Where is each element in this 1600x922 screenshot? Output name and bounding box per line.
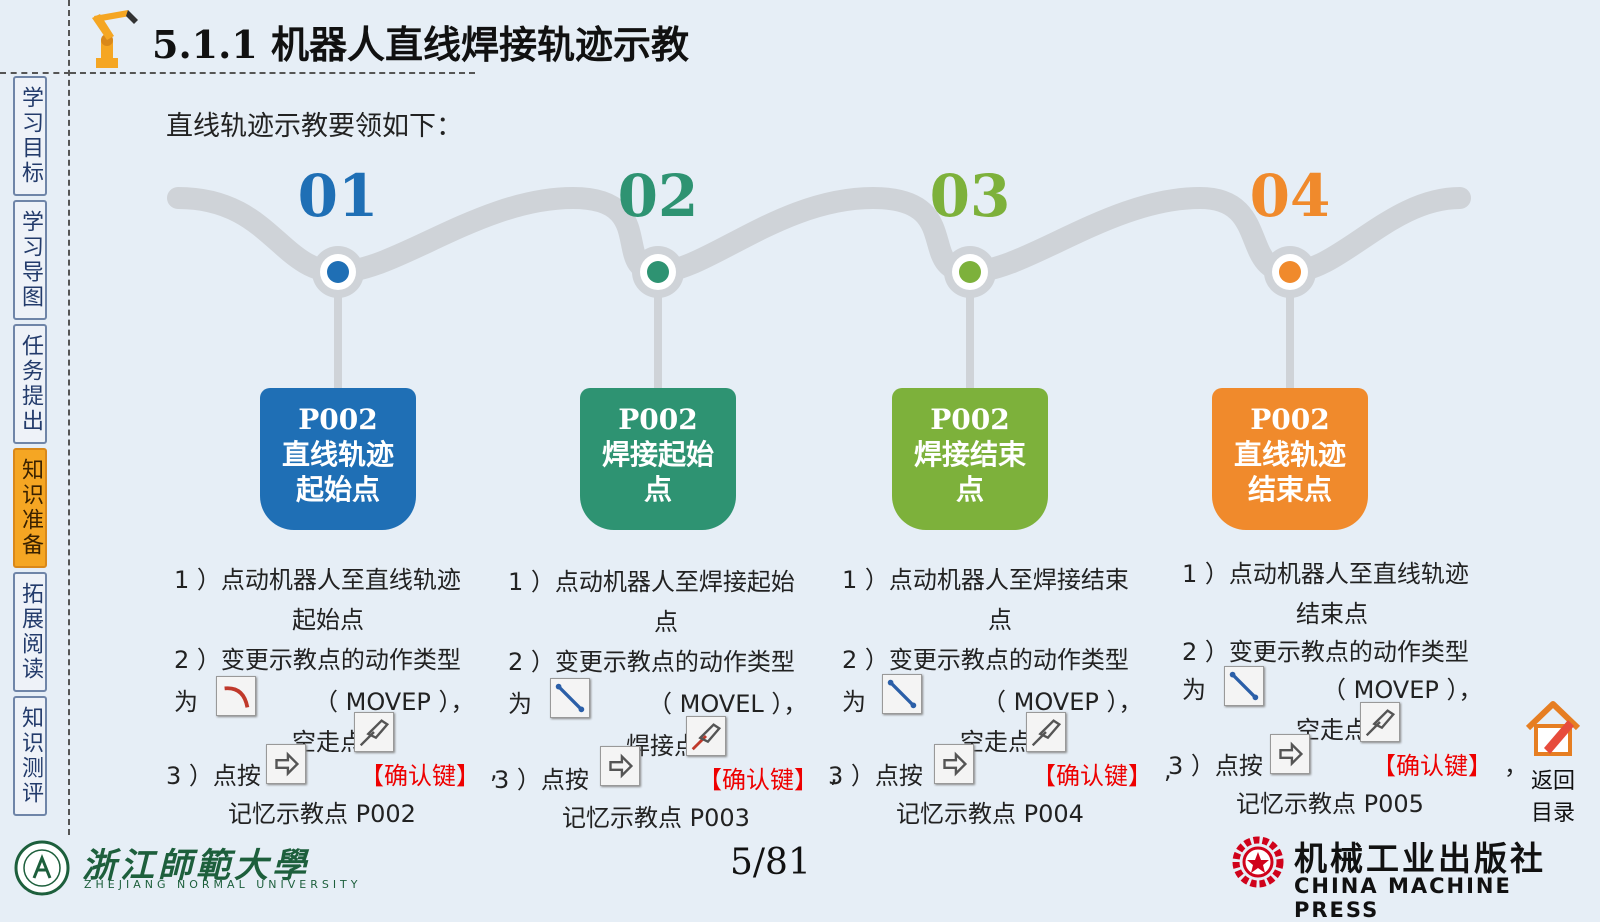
record-key-icon[interactable]	[266, 744, 306, 784]
step-number: 04	[1249, 162, 1331, 230]
weld-point-icon[interactable]	[354, 712, 394, 752]
linear-motion-icon[interactable]	[882, 674, 922, 714]
sidebar-tab-extended-reading[interactable]: 拓展阅读	[13, 572, 47, 692]
record-key-icon[interactable]	[934, 744, 974, 784]
intro-text: 直线轨迹示教要领如下：	[166, 111, 463, 142]
step-number: 03	[929, 162, 1011, 230]
university-name-en: ZHEJIANG NORMAL UNIVERSITY	[84, 878, 362, 891]
sidebar-tab-task[interactable]: 任务提出	[13, 324, 47, 444]
linear-motion-icon[interactable]	[1224, 666, 1264, 706]
record-key-icon[interactable]	[600, 746, 640, 786]
publisher-gear-icon	[1232, 836, 1284, 888]
page-number: 5/81	[730, 842, 811, 883]
weld-point-icon[interactable]	[1026, 712, 1066, 752]
linear-motion-icon[interactable]	[550, 678, 590, 718]
divider	[68, 0, 70, 835]
step-number: 01	[297, 162, 379, 230]
weld-point-icon[interactable]	[1360, 702, 1400, 742]
divider	[70, 72, 475, 74]
weld-point-icon[interactable]	[686, 716, 726, 756]
publisher-name: 机械工业出版社	[1294, 839, 1546, 878]
arc-motion-icon[interactable]	[216, 676, 256, 716]
divider	[0, 72, 70, 74]
record-key-icon[interactable]	[1270, 734, 1310, 774]
sidebar-tab-learning-goals[interactable]: 学习目标	[13, 76, 47, 196]
home-pencil-icon	[1525, 701, 1581, 756]
step-number: 02	[617, 162, 699, 230]
publisher-name-en: CHINA MACHINE PRESS	[1294, 874, 1512, 922]
page-title: 5.1.1 机器人直线焊接轨迹示教	[152, 22, 690, 67]
sidebar-tab-learning-map[interactable]: 学习导图	[13, 200, 47, 320]
university-seal-icon	[14, 840, 70, 896]
sidebar-tab-assessment[interactable]: 知识测评	[13, 696, 47, 816]
sidebar-tab-knowledge-prep[interactable]: 知识准备	[13, 448, 47, 568]
university-name: 浙江師範大學	[82, 846, 310, 886]
return-to-contents-button[interactable]: 返回 目录	[1520, 698, 1586, 826]
welding-robot-logo-icon	[92, 10, 138, 68]
